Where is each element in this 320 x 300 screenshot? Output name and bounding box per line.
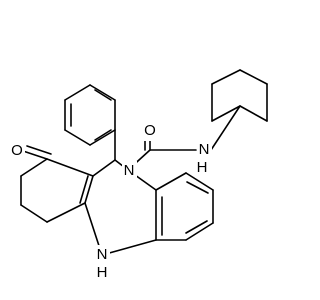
- bond-30: [186, 181, 209, 194]
- bond-28: [185, 222, 214, 241]
- bond-8: [94, 89, 112, 101]
- bond-25: [155, 172, 187, 191]
- nitrogen-ring-label: N: [124, 162, 135, 179]
- bond-17: [20, 204, 48, 223]
- oxygen-amide-label: O: [144, 122, 156, 139]
- molecule-diagram: O O N H N N H: [10, 69, 268, 281]
- bond-20: [26, 145, 52, 155]
- bond-43: [211, 105, 241, 122]
- nitrogen-ring-bg: [122, 161, 137, 180]
- molecule-structure: O O N H N N H: [10, 69, 268, 281]
- bond-40: [239, 69, 268, 85]
- bond-37: [210, 105, 241, 151]
- hydrogen-amine-bg: [95, 262, 110, 281]
- oxygen-ketone-label: O: [11, 142, 23, 159]
- nitrogen-amide-bg: [197, 141, 212, 160]
- nitrogen-amide-label: N: [199, 141, 210, 158]
- bond-10: [92, 159, 116, 177]
- nitrogen-amine-bg: [95, 245, 110, 264]
- bond-layer: [20, 69, 268, 256]
- oxygen-ketone-bg: [10, 141, 25, 160]
- bond-14: [46, 158, 94, 177]
- bond-38: [239, 105, 268, 122]
- hydrogen-amine-label: H: [97, 264, 108, 281]
- bond-3: [89, 129, 116, 146]
- bond-19: [22, 150, 48, 160]
- atom-label-layer: O O N H N N H: [10, 122, 212, 281]
- bond-18: [46, 202, 86, 223]
- bond-31: [185, 220, 208, 234]
- bond-22: [101, 239, 157, 256]
- bond-12: [84, 175, 94, 204]
- hydrogen-amide-bg: [195, 159, 210, 178]
- bond-41: [211, 69, 241, 85]
- oxygen-amide-bg: [143, 122, 158, 141]
- bond-26: [185, 172, 214, 191]
- bond-7: [94, 129, 112, 141]
- bond-13: [79, 175, 89, 204]
- bond-15: [20, 158, 48, 177]
- bond-2: [64, 129, 91, 146]
- bond-0: [64, 84, 91, 101]
- bond-5: [89, 84, 116, 101]
- nitrogen-amine-label: N: [97, 246, 108, 263]
- hydrogen-amide-label: H: [197, 159, 208, 176]
